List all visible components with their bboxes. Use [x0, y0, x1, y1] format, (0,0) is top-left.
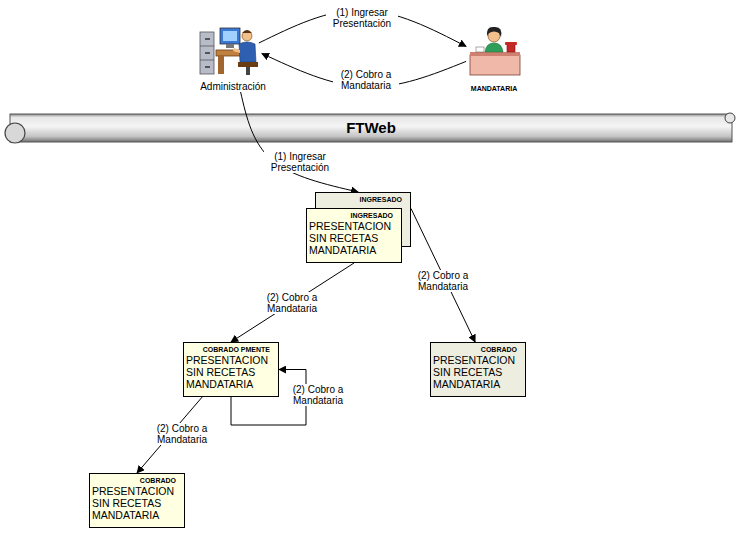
- flow-arrow: [241, 92, 359, 192]
- state-body: PRESENTACION SIN RECETAS MANDATARIA: [90, 485, 184, 524]
- actor-icon: MANDATARIA: [463, 24, 525, 92]
- state-body: PRESENTACION SIN RECETAS MANDATARIA: [431, 354, 525, 393]
- state-box: COBRADOPRESENTACION SIN RECETAS MANDATAR…: [89, 473, 185, 528]
- edge-label: (1) Ingresar Presentación: [264, 151, 336, 173]
- actor-name: Administración: [175, 81, 291, 92]
- state-title: INGRESADO: [307, 209, 401, 220]
- state-title: COBRADO PMENTE: [184, 343, 278, 354]
- actor-name: MANDATARIA: [443, 85, 545, 92]
- state-title: COBRADO: [431, 343, 525, 354]
- edge-label: (2) Cobro a Mandataria: [259, 292, 325, 314]
- ftweb-band: [5, 113, 735, 143]
- state-box: INGRESADOPRESENTACION SIN RECETAS MANDAT…: [306, 208, 402, 263]
- state-body: PRESENTACION SIN RECETAS MANDATARIA: [307, 220, 401, 259]
- system-name: FTWeb: [10, 113, 732, 143]
- state-box: COBRADOPRESENTACION SIN RECETAS MANDATAR…: [430, 342, 526, 397]
- state-box: COBRADO PMENTEPRESENTACION SIN RECETAS M…: [183, 342, 279, 397]
- edge-label: (2) Cobro a Mandataria: [149, 423, 215, 445]
- edge-label: (1) Ingresar Presentación: [326, 7, 398, 29]
- mandataria-icon: [470, 27, 520, 75]
- edge-label: (2) Cobro a Mandataria: [333, 69, 399, 91]
- state-title: COBRADO: [90, 474, 184, 485]
- administration-icon: [200, 28, 258, 75]
- flow-arrow: [411, 209, 475, 343]
- actor-icon: Administración: [195, 22, 271, 92]
- flow-arrow: [231, 263, 354, 342]
- state-body: PRESENTACION SIN RECETAS MANDATARIA: [184, 354, 278, 393]
- state-title: INGRESADO: [316, 193, 410, 204]
- edge-label: (2) Cobro a Mandataria: [410, 270, 476, 292]
- edge-label: (2) Cobro a Mandataria: [285, 384, 351, 406]
- system-band: FTWeb: [10, 113, 732, 143]
